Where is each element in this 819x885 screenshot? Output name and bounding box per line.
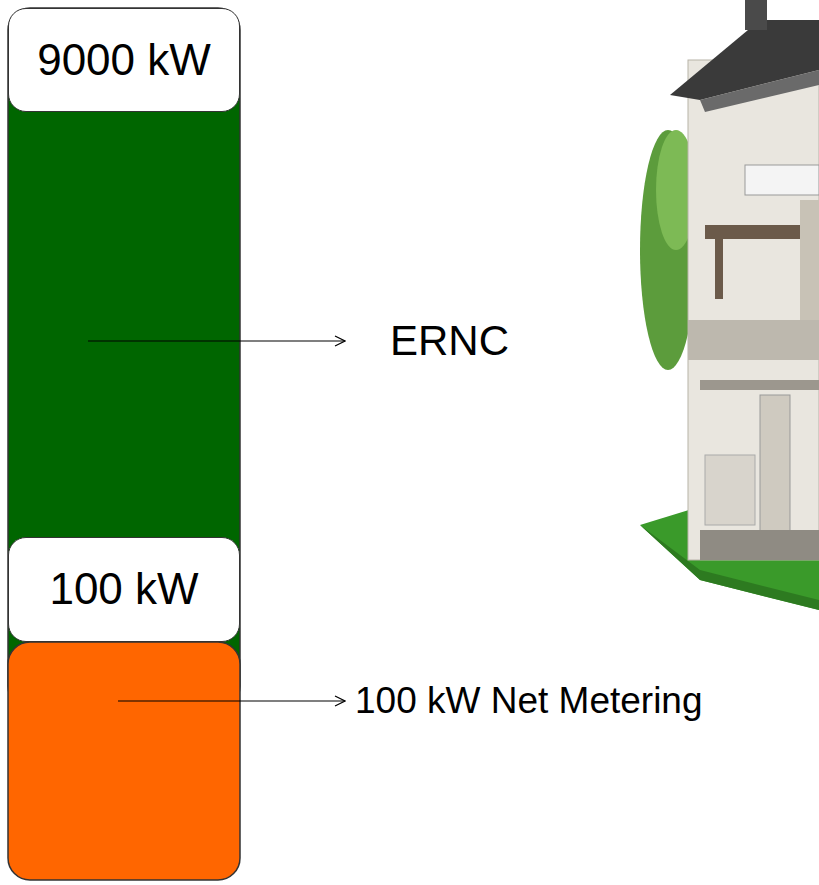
orange-band [8, 642, 240, 880]
power-value: 100 kW [49, 565, 198, 613]
arrow-label: 100 kW Net Metering [355, 681, 703, 722]
arrow-label: ERNC [390, 318, 509, 364]
house-illustration [640, 0, 819, 610]
value-box: 9000 kW [8, 8, 240, 112]
power-value: 9000 kW [37, 36, 211, 84]
green-band [8, 8, 240, 708]
leader-arrow [88, 340, 345, 341]
value-box: 100 kW [8, 537, 240, 642]
leader-arrow [118, 700, 345, 701]
